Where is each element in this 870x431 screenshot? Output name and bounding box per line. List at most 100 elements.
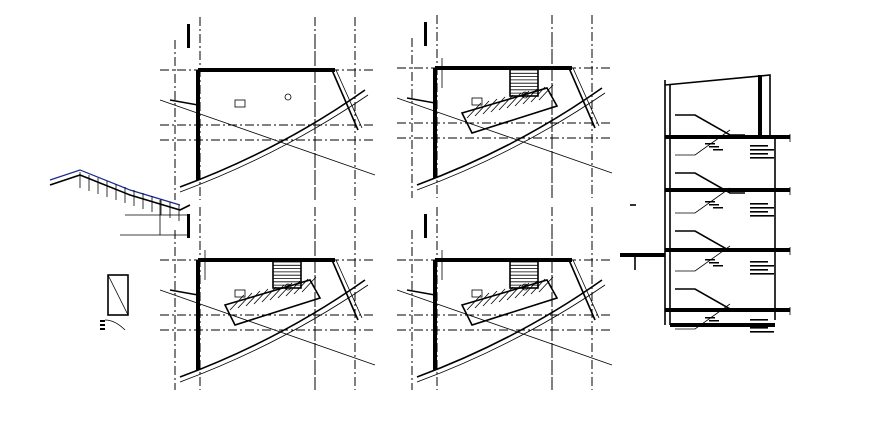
curved-wall <box>179 89 366 188</box>
plan-title <box>187 214 190 238</box>
wall-stub <box>406 97 436 104</box>
stair-flight <box>460 87 559 134</box>
diagonal-axis <box>396 97 613 174</box>
plan-3 <box>159 207 376 390</box>
wall-stub <box>169 99 199 106</box>
curved-wall-inner <box>179 94 369 193</box>
annotation-text-mark <box>750 153 768 155</box>
annotation-mark <box>100 328 105 330</box>
stair-tread <box>253 288 269 305</box>
fixture-symbol <box>471 97 483 106</box>
annotation-text-mark <box>750 211 768 213</box>
handrail <box>49 169 181 206</box>
stair-flight-section <box>675 114 745 136</box>
stair-flight <box>460 279 559 326</box>
annotation-text-mark <box>750 145 768 147</box>
angled-wall <box>331 69 359 131</box>
annotation-text-mark <box>750 207 774 209</box>
stair-tread <box>466 294 482 311</box>
annotation-text-mark <box>750 261 768 263</box>
curved-wall-inner <box>416 92 606 191</box>
stair-tread <box>301 276 317 293</box>
annotation-text-mark <box>750 327 768 329</box>
door-frame <box>107 274 129 316</box>
title-text-mark <box>187 214 190 238</box>
column-symbol <box>284 93 292 101</box>
fixture-symbol <box>234 289 246 298</box>
stair-tread <box>498 94 514 111</box>
stair-tread <box>245 290 261 307</box>
annotation-mark <box>709 262 719 264</box>
annotation-text-mark <box>750 157 774 159</box>
wall-stub <box>169 289 199 296</box>
door-diagonal <box>107 274 129 316</box>
diagonal-axis <box>396 289 613 366</box>
diagonal-axis <box>159 99 376 176</box>
annotation-mark <box>709 204 719 206</box>
stair-flight-section <box>675 230 745 252</box>
annotation-mark <box>713 207 723 209</box>
angled-wall-inner <box>572 67 600 127</box>
annotation-text-mark <box>750 269 768 271</box>
door-swing <box>104 319 126 331</box>
stair-tread <box>482 98 498 115</box>
curved-wall-inner <box>179 284 369 383</box>
stair-stringer <box>49 174 191 211</box>
annotation-text-mark <box>750 265 774 267</box>
annotation-text-mark <box>750 273 774 275</box>
stair-tread <box>490 96 506 113</box>
section-left-wall <box>664 80 671 325</box>
stair-tread <box>466 102 482 119</box>
annotation-mark <box>100 320 105 322</box>
annotation-text-mark <box>750 149 774 151</box>
stair-flight-section <box>675 288 745 310</box>
plan-title <box>187 24 190 48</box>
angled-wall-inner <box>335 69 363 129</box>
annotation-mark <box>709 320 719 322</box>
annotation-mark <box>705 143 715 145</box>
stair-tread <box>237 292 253 309</box>
annotation-mark <box>705 259 715 261</box>
angled-wall-inner <box>572 259 600 319</box>
annotation-mark <box>705 317 715 319</box>
annotation-text-mark <box>750 319 768 321</box>
stair-flight <box>223 279 322 326</box>
stair-tread <box>538 276 554 293</box>
plan-4 <box>396 207 613 390</box>
angled-wall <box>568 259 596 321</box>
stair-railing <box>675 129 731 156</box>
stair-tread <box>474 292 490 309</box>
annotation-mark <box>713 265 723 267</box>
ground-line <box>120 214 190 236</box>
plan-title <box>424 214 427 238</box>
stair-tread <box>490 288 506 305</box>
stair-flight-section <box>675 172 745 194</box>
annotation-text-mark <box>750 215 774 217</box>
stair-tread <box>498 286 514 303</box>
stair-railing <box>675 187 731 214</box>
annotation-mark <box>100 324 105 326</box>
curved-wall-inner <box>416 284 606 383</box>
angled-wall <box>331 259 359 321</box>
fixture-symbol <box>471 289 483 298</box>
annotation-text-mark <box>750 203 768 205</box>
stair-tread <box>474 100 490 117</box>
roof-profile <box>664 74 771 135</box>
fixture-symbol <box>234 99 246 108</box>
angled-wall-inner <box>335 259 363 319</box>
curved-wall <box>179 279 366 378</box>
stair-tread <box>538 84 554 101</box>
title-text-mark <box>424 22 427 46</box>
annotation-mark <box>713 149 723 151</box>
stair-tread <box>229 294 245 311</box>
wall-stub <box>406 289 436 296</box>
diagonal-axis <box>159 289 376 366</box>
plan-1 <box>159 17 376 200</box>
stair-isometric <box>49 169 191 236</box>
annotation-mark <box>705 201 715 203</box>
annotation-text-mark <box>750 331 774 333</box>
title-text-mark <box>187 24 190 48</box>
stair-tread <box>482 290 498 307</box>
annotation-mark <box>709 146 719 148</box>
